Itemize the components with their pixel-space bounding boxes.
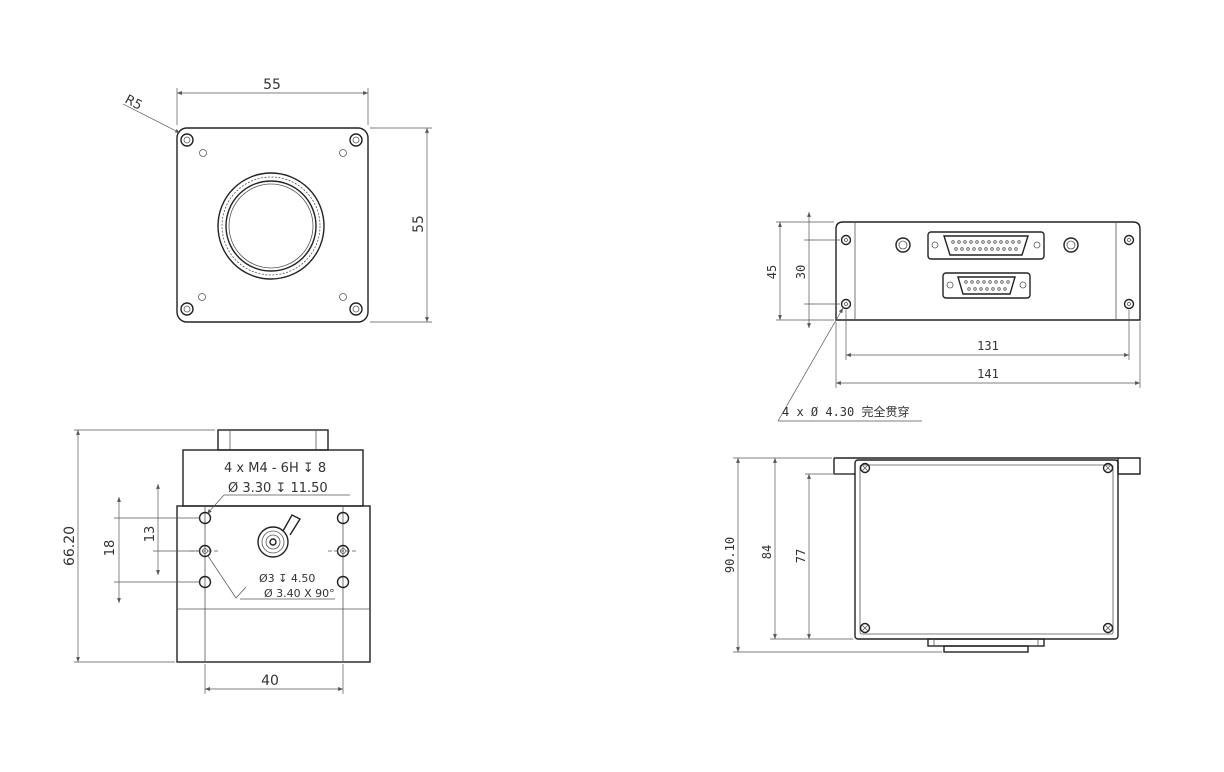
conn-dim-131: 131 — [977, 339, 999, 353]
connector-flange-outline — [835, 221, 1141, 321]
hole-note-2: Ø 3.40 X 90° — [264, 587, 335, 600]
flange-holes — [840, 234, 1135, 310]
connector-view: 45 30 131 141 4 x Ø 4.30 完全贯穿 — [765, 212, 1141, 422]
db25-connector — [927, 231, 1045, 260]
side-connector-tab — [217, 429, 329, 451]
thread-note-2: Ø 3.30 ↧ 11.50 — [228, 481, 328, 496]
hole-note-1: Ø3 ↧ 4.50 — [259, 572, 315, 585]
side-dim-13: 13 — [143, 526, 158, 543]
top-dim-77: 77 — [794, 549, 808, 563]
front-height-dim: 55 — [411, 215, 427, 233]
side-height-dim: 66.20 — [62, 526, 78, 566]
side-center-connector — [257, 514, 302, 558]
side-dim-18: 18 — [103, 540, 118, 557]
corner-screws — [180, 133, 363, 316]
small-holes — [198, 149, 347, 301]
lens-mount — [217, 172, 325, 280]
top-view: 90.10 84 77 — [723, 457, 1141, 653]
top-corner-screws — [859, 462, 1114, 634]
top-dim-84: 84 — [760, 545, 774, 559]
top-bottom-connectors — [927, 638, 1045, 653]
side-upper-housing — [182, 449, 364, 507]
top-dim-9010: 90.10 — [723, 537, 737, 573]
side-view: 4 x M4 - 6H ↧ 8 Ø 3.30 ↧ 11.50 Ø3 ↧ 4.50… — [62, 429, 371, 694]
conn-dim-45: 45 — [765, 265, 779, 279]
front-width-dim: 55 — [263, 77, 281, 93]
radius-note: R5 — [122, 92, 144, 113]
side-width-dim: 40 — [261, 673, 279, 689]
front-plate-outline — [176, 127, 369, 323]
top-body-outline — [854, 459, 1119, 640]
side-main-body — [176, 505, 371, 663]
thread-note-1: 4 x M4 - 6H ↧ 8 — [224, 461, 326, 476]
conn-hole-note: 4 x Ø 4.30 完全贯穿 — [782, 404, 909, 419]
conn-dim-141: 141 — [977, 367, 999, 381]
front-view: 55 55 R5 — [122, 77, 432, 323]
conn-dim-30: 30 — [794, 265, 808, 279]
db15-connector — [942, 272, 1031, 299]
